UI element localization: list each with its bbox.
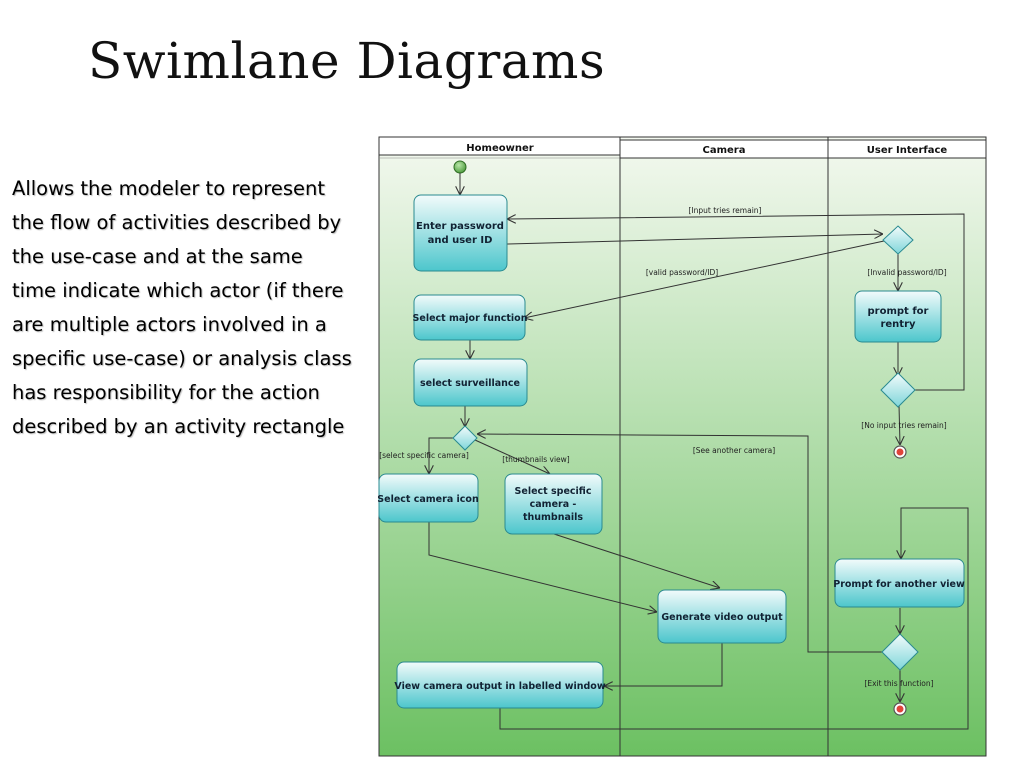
svg-text:select surveillance: select surveillance <box>420 378 520 389</box>
svg-text:Select camera icon: Select camera icon <box>377 494 479 505</box>
svg-text:rentry: rentry <box>880 319 916 330</box>
guard-input-tries-remain: [Input tries remain] <box>689 206 762 215</box>
svg-text:Select specific: Select specific <box>515 486 592 497</box>
activity-select-specific-camera: Select specific camera - thumbnails <box>504 473 603 535</box>
guard-exit-function: [Exit this function] <box>864 679 933 688</box>
guard-valid-password: [valid password/ID] <box>646 268 718 277</box>
decision-password-check <box>882 225 914 255</box>
activity-generate-video-output: Generate video output <box>657 589 787 644</box>
guard-thumbnails-view: [thumbnails view] <box>502 455 570 464</box>
svg-text:Enter password: Enter password <box>416 221 504 232</box>
decision-another-view <box>881 633 919 671</box>
slide-title: Swimlane Diagrams <box>88 32 606 90</box>
svg-text:Prompt for another view: Prompt for another view <box>833 579 965 590</box>
activity-select-camera-icon: Select camera icon <box>377 473 479 523</box>
svg-text:Generate video output: Generate video output <box>661 612 783 623</box>
lane-header-homeowner: Homeowner <box>466 143 533 154</box>
svg-text:View camera output in labelled: View camera output in labelled window <box>394 681 605 692</box>
svg-text:prompt for: prompt for <box>868 306 929 317</box>
guard-select-specific-camera: [select specific camera] <box>379 451 469 460</box>
activity-prompt-another-view: Prompt for another view <box>833 558 965 608</box>
decision-view-type <box>452 425 478 451</box>
svg-text:thumbnails: thumbnails <box>523 512 583 523</box>
guard-invalid-password: [Invalid password/ID] <box>867 268 946 277</box>
activity-view-camera-output: View camera output in labelled window <box>394 661 606 709</box>
initial-node <box>453 160 467 174</box>
svg-text:camera -: camera - <box>530 499 577 510</box>
activity-select-major-function: Select major function <box>413 294 528 341</box>
activity-enter-password: Enter password and user ID <box>413 194 508 272</box>
final-node-bottom <box>893 702 907 716</box>
lane-header-camera: Camera <box>703 145 746 156</box>
activity-select-surveillance: select surveillance <box>413 358 528 407</box>
svg-text:and user ID: and user ID <box>428 235 493 246</box>
guard-no-input-tries: [No input tries remain] <box>861 421 946 430</box>
guard-see-another-camera: [See another camera] <box>693 446 775 455</box>
decision-tries-remain <box>880 372 916 408</box>
final-node-top <box>893 445 907 459</box>
lane-header-user-interface: User Interface <box>867 145 948 156</box>
slide-description: Allows the modeler to represent the flow… <box>12 177 352 438</box>
svg-text:Select major function: Select major function <box>413 313 528 324</box>
activity-prompt-reentry: prompt for rentry <box>854 290 942 343</box>
